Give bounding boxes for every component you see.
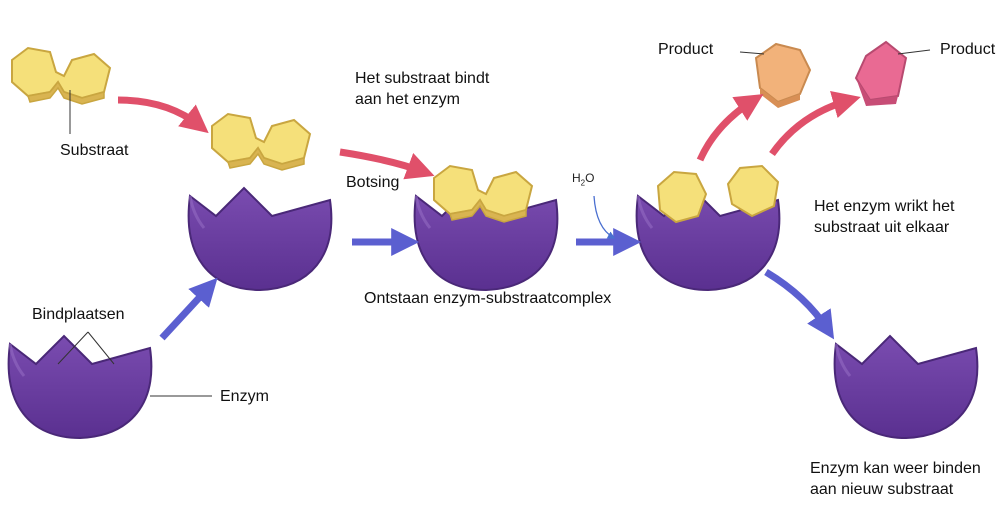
label-complex: Ontstaan enzym-substraatcomplex [364, 290, 612, 307]
label-botsing: Botsing [346, 174, 400, 191]
label-enzym: Enzym [220, 388, 269, 405]
enzyme-free [833, 334, 979, 440]
arrow-release-orange [696, 94, 764, 162]
enzyme-start [7, 334, 153, 440]
label-bindplaatsen: Bindplaatsen [32, 306, 125, 323]
arrow-enzyme-freed [764, 268, 835, 340]
arrow-enzyme-rise [159, 277, 218, 341]
arrow-water [593, 195, 616, 239]
label-bindt-1: Het substraat bindt [355, 70, 490, 87]
label-product-left: Product [658, 41, 714, 58]
substrate-approaching [211, 113, 311, 171]
product-orange-hexagon [754, 42, 812, 108]
arrow-collision [339, 148, 435, 180]
product-pink-pentagon [854, 40, 908, 106]
leader-bindplaatsen-b [87, 331, 115, 365]
product-half-right [726, 164, 780, 218]
leader-product-left [739, 51, 765, 55]
arrow-substrate-to-enzyme [117, 96, 209, 134]
label-substraat: Substraat [60, 142, 129, 159]
label-product-right: Product [940, 41, 996, 58]
substrate-free [11, 47, 111, 105]
enzyme-waiting [187, 186, 333, 292]
leader-product-right [897, 49, 931, 55]
label-water: H2O [572, 171, 595, 188]
leader-bindplaatsen-a [57, 331, 89, 365]
label-wrikt-1: Het enzym wrikt het [814, 198, 955, 215]
label-wrikt-2: substraat uit elkaar [814, 219, 950, 236]
label-bindt-2: aan het enzym [355, 91, 460, 108]
label-weer-1: Enzym kan weer binden [810, 460, 981, 477]
label-weer-2: aan nieuw substraat [810, 481, 954, 498]
arrow-release-pink [769, 91, 861, 157]
product-half-left [656, 170, 708, 224]
